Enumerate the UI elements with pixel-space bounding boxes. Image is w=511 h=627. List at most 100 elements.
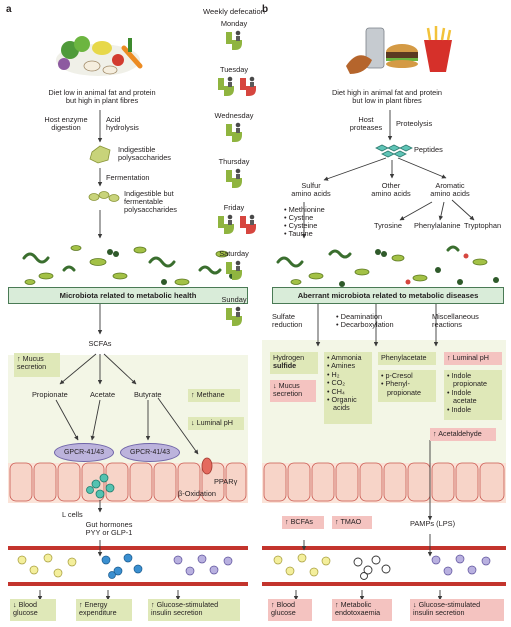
toilet-icon-red [240,214,256,234]
toilet-icon-green [226,168,242,188]
fermentable-1: Indigestible but [124,189,174,198]
l-cell-hormones-icon [86,473,115,499]
peptides-icon [375,144,413,158]
insulin-a-1: ↑ Glucose-stimulated [151,600,219,609]
host-proteases-1: Host [358,115,374,124]
epithelium-a [8,462,248,503]
host-enzyme-1: Host enzyme [44,115,88,124]
energy-1: ↑ Energy [79,600,108,609]
glucose-a-1: ↓ Blood [13,600,37,609]
ammonia-box: • Ammonia • Amines • H₂ • CO₂ • CH₄ • Or… [324,352,372,424]
aromatic-2: amino acids [430,189,470,198]
peptides-label: Peptides [414,145,443,154]
pamps-label: PAMPs (LPS) [410,519,456,528]
gpcr-left: GPCR-41/43 [54,443,114,462]
mucus-a-1: ↑ Mucus [17,354,44,363]
other-1: Other [381,181,401,190]
outcome-endotoxaemia: ↑ Metabolic endotoxaemia [332,599,392,621]
weekly-title: Weekly defecation [203,7,265,16]
diet-a-line1: Diet low in animal fat and protein [48,88,156,97]
co2-item: • CO₂ [327,378,346,388]
vegetables-icon [56,36,143,76]
endo-1: ↑ Metabolic [335,600,372,609]
weekly-toilets [218,30,256,326]
banner-metabolic-health: Microbiota related to metabolic health [8,287,248,304]
tryptophan-label: Tryptophan [464,221,502,230]
fermentable-polysaccharide-icon [88,191,120,202]
gut-hormones-1: Gut hormones [85,520,133,529]
sulfate-red-1: Sulfate [272,312,296,321]
outcome-blood-glucose-a: ↓ Blood glucose [10,599,56,621]
fermentable-2: fermentable [124,197,164,206]
day-label-friday: Friday [223,203,245,212]
toilet-icon-green [226,122,242,142]
indigestible-2: polysaccharides [118,153,171,162]
proteolysis-label: Proteolysis [396,119,433,128]
insulin-b-2: insulin secretion [413,608,465,618]
diet-b-line1: Diet high in animal fat and protein [331,88,443,97]
fermentable-3: polysaccharides [124,205,177,214]
panel-b-letter: b [262,4,269,15]
cresol-box: • p-Cresol • Phenyl- propionate [378,370,436,402]
toilet-icon-green [226,30,242,50]
day-label-wednesday: Wednesday [214,111,254,120]
tyrosine-label: Tyrosine [374,221,402,230]
toilet-icon-green [218,214,234,234]
h2-item: • H₂ [327,369,340,379]
glucose-b-2: glucose [271,608,296,618]
mucus-box-a: ↑ Mucus secretion [14,353,60,377]
aromatic-1: Aromatic [435,181,465,190]
indole-item-2: propionate [447,379,487,389]
arrows-a [37,110,199,601]
butyrate-label: Butyrate [134,390,162,399]
beta-oxidation-label: β-Oxidation [178,489,216,498]
host-proteases-2: proteases [349,123,383,132]
insulin-b-1: ↓ Glucose-stimulated [413,600,481,609]
day-label-thursday: Thursday [218,157,250,166]
acid-hydrolysis-1: Acid [106,115,121,124]
microbiota-a-icon [22,245,235,286]
hydrogen-sulfide-box: Hydrogen sulfide [270,352,318,374]
day-label-saturday: Saturday [219,249,249,258]
indigestible-1: Indigestible [118,145,156,154]
luminal-ph-box-b: ↑ Luminal pH [444,352,502,365]
panel-a-letter: a [6,4,12,15]
sulfur-1: Sulfur [301,181,321,190]
hydrogen-2: sulfide [273,361,297,371]
deamination-2: • Decarboxylation [336,320,394,329]
blood-vessel-b [262,546,506,586]
mucus-b-1: ↓ Mucus [273,381,300,390]
other-2: amino acids [371,189,411,198]
acid-hydrolysis-2: hydrolysis [106,123,139,132]
sulfur-2: amino acids [291,189,331,198]
day-label-tuesday: Tuesday [219,65,249,74]
microbiota-b-icon [276,245,499,287]
acetate-label: Acetate [90,390,116,399]
outcome-blood-glucose-b: ↑ Blood glucose [268,599,312,621]
sulfate-red-2: reduction [272,320,303,329]
ch4-item: • CH₄ [327,386,345,396]
day-label-monday: Monday [220,19,248,28]
cresol-item: • p-Cresol [381,371,413,380]
fermentation-label: Fermentation [106,173,150,182]
arrows-b [293,110,475,601]
glucose-b-1: ↑ Blood [271,600,295,609]
mucus-box-b: ↓ Mucus secretion [270,380,316,402]
gut-hormones-2: PYY or GLP-1 [85,528,133,537]
outcome-insulin-a: ↑ Glucose-stimulated insulin secretion [148,599,240,621]
banner-metabolic-diseases: Aberrant microbiota related to metabolic… [272,287,504,304]
ppar-label: PPARγ [214,477,238,486]
insulin-a-2: insulin secretion [151,608,203,618]
misc-1: Miscellaneous [432,312,479,321]
sulfur-list-2: • Cystine [284,213,314,222]
mucus-a-2: secretion [17,362,47,372]
toilet-icon-green [218,76,234,96]
propionate-label: Propionate [32,390,68,399]
luminal-ph-box-a: ↓ Luminal pH [188,417,244,430]
outcome-energy: ↑ Energy expenditure [76,599,132,621]
misc-2: reactions [432,320,462,329]
l-cells-label: L cells [62,510,83,519]
ppar-receptor [201,457,213,475]
polysaccharide-icon [89,145,111,164]
indole-box: • Indole propionate • Indole acetate • I… [444,370,502,420]
